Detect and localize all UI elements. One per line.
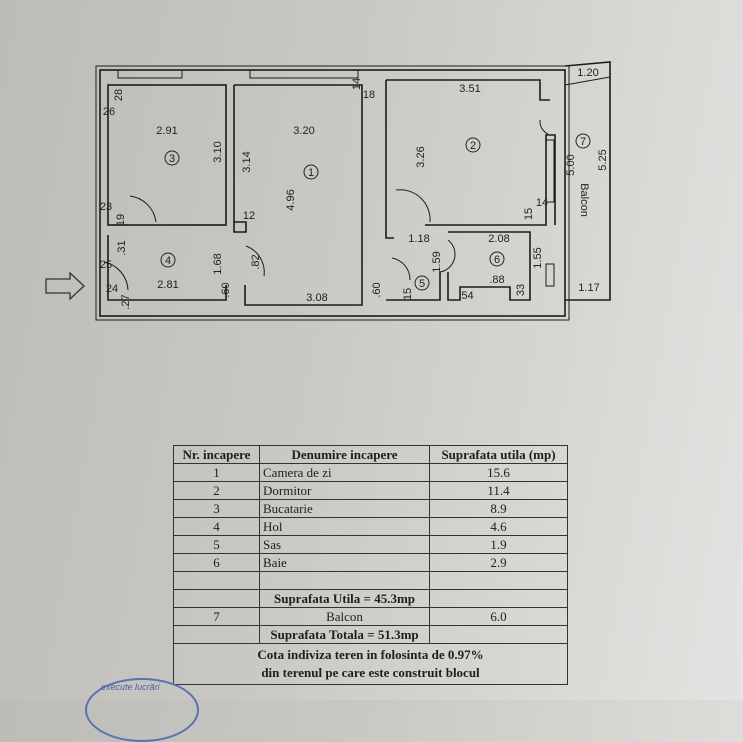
dim: .31 — [116, 240, 128, 255]
room-7-number: 7 — [580, 136, 586, 148]
dim: 4.96 — [285, 189, 297, 210]
dim: .60 — [371, 282, 383, 297]
cell-nr: 7 — [173, 607, 260, 626]
cell-nr: 6 — [173, 553, 260, 572]
cell-name: Camera de zi — [259, 463, 430, 482]
stamp: execute lucrări — [85, 678, 199, 742]
room-5-number: 5 — [419, 278, 425, 290]
cell-nr: 3 — [173, 499, 260, 518]
dim: 3.26 — [415, 146, 427, 167]
table-row-empty — [173, 571, 568, 590]
cell-area: 11.4 — [429, 481, 568, 500]
room-3-marker — [164, 150, 180, 166]
dim: 14 — [351, 78, 363, 90]
cell-nr: 5 — [173, 535, 260, 554]
dim: 33 — [515, 284, 527, 296]
stamp-text: execute lucrări — [101, 682, 160, 692]
cell-name: Baie — [259, 553, 430, 572]
room-5-marker — [414, 275, 430, 291]
dim: .27 — [120, 294, 132, 309]
cell-name: Sas — [259, 535, 430, 554]
utila-total: Suprafata Utila = 45.3mp — [259, 589, 430, 608]
dim: 2.91 — [156, 125, 177, 137]
header-name: Denumire incapere — [259, 445, 430, 464]
dim: 28 — [113, 89, 125, 101]
room-4-number: 4 — [165, 255, 171, 267]
cell-nr: 1 — [173, 463, 260, 482]
dim: 3.20 — [293, 125, 314, 137]
header-nr: Nr. incapere — [173, 445, 260, 464]
dim: 1.59 — [431, 251, 443, 272]
dim: 12 — [243, 210, 255, 222]
balcony-label: Balcon — [578, 183, 590, 217]
dim: 1.55 — [532, 247, 544, 268]
floor-plan: 1 2 3 4 5 6 7 3.20 4.96 3.14 3.08 3.51 3… — [45, 61, 611, 321]
cell-area: 8.9 — [429, 499, 568, 518]
dim: 3.14 — [241, 151, 253, 172]
cell-name: Balcon — [259, 607, 430, 626]
dim: .82 — [250, 254, 262, 269]
room-3-number: 3 — [169, 153, 175, 165]
dim: 14 — [536, 197, 548, 209]
dim: 24 — [106, 283, 118, 295]
cota-line-2: din terenul pe care este construit blocu… — [261, 665, 480, 680]
dim: 23 — [100, 201, 112, 213]
dim: 5.25 — [597, 149, 609, 170]
cell-area: 6.0 — [429, 607, 568, 626]
header-area: Suprafata utila (mp) — [429, 445, 568, 464]
dim: 15 — [402, 288, 414, 300]
dim: 1.20 — [577, 67, 598, 79]
dim: 3.08 — [306, 292, 327, 304]
dim: 3.51 — [459, 83, 480, 95]
cell-area: 2.9 — [429, 553, 568, 572]
room-4-marker — [160, 252, 176, 268]
dim: 1.17 — [578, 282, 599, 294]
dim: 3.10 — [212, 141, 224, 162]
room-2-number: 2 — [470, 140, 476, 152]
table-row-totala: Suprafata Totala = 51.3mp — [173, 625, 568, 644]
dim: 15 — [523, 208, 535, 220]
cell-area: 4.6 — [429, 517, 568, 536]
cell-nr: 2 — [173, 481, 260, 500]
dim: 1.18 — [408, 233, 429, 245]
dim: .88 — [489, 274, 504, 286]
dim: 2.08 — [488, 233, 509, 245]
dim: 26 — [103, 106, 115, 118]
arrow-right-icon — [45, 271, 85, 301]
dim: 18 — [363, 89, 375, 101]
cell-area: 1.9 — [429, 535, 568, 554]
dim: .60 — [220, 282, 232, 297]
room-6-number: 6 — [494, 254, 500, 266]
room-7-marker — [575, 133, 591, 149]
room-1-marker — [303, 164, 319, 180]
dim: .54 — [458, 290, 473, 302]
cell-area: 15.6 — [429, 463, 568, 482]
cell-name: Dormitor — [259, 481, 430, 500]
cell-nr: 4 — [173, 517, 260, 536]
rooms-table: Nr. incapere Denumire incapere Suprafata… — [173, 445, 568, 685]
dim: 1.68 — [212, 253, 224, 274]
totala-total: Suprafata Totala = 51.3mp — [259, 625, 430, 644]
cell-name: Hol — [259, 517, 430, 536]
dim: 2.81 — [157, 279, 178, 291]
walls — [95, 61, 611, 321]
dim: 25 — [100, 259, 112, 271]
room-1-number: 1 — [308, 167, 314, 179]
room-2-marker — [465, 137, 481, 153]
room-6-marker — [489, 251, 505, 267]
table-row-utila: Suprafata Utila = 45.3mp — [173, 589, 568, 608]
table-header: Nr. incapere Denumire incapere Suprafata… — [173, 445, 568, 464]
dim: 19 — [115, 214, 127, 226]
cota-line-1: Cota indiviza teren in folosinta de 0.97… — [257, 647, 484, 662]
cell-name: Bucatarie — [259, 499, 430, 518]
table-row-cota: Cota indiviza teren in folosinta de 0.97… — [173, 643, 568, 685]
dim: 5.00 — [565, 154, 577, 175]
